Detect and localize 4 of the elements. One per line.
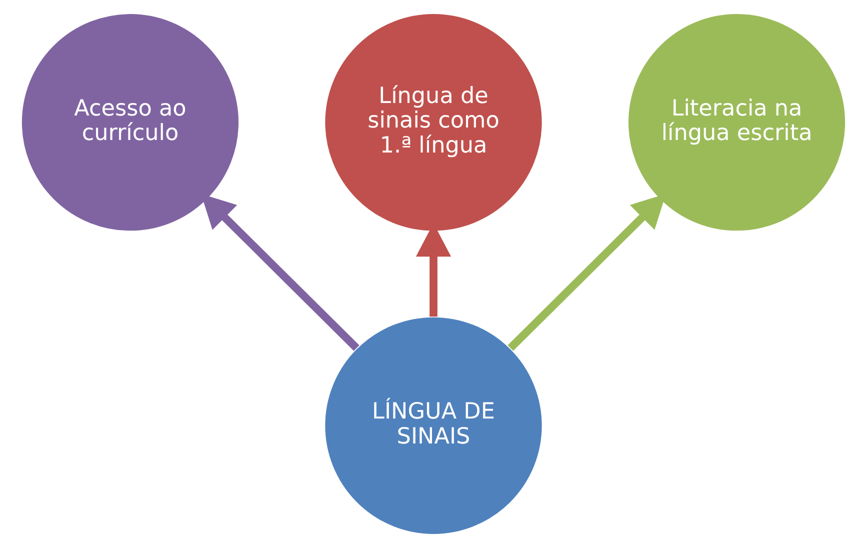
node-circle: LÍNGUA DE SINAIS (323, 316, 543, 536)
arrow (200, 194, 359, 351)
arrow (507, 194, 666, 351)
node-circle: Língua de sinais como 1.ª língua (323, 12, 543, 232)
